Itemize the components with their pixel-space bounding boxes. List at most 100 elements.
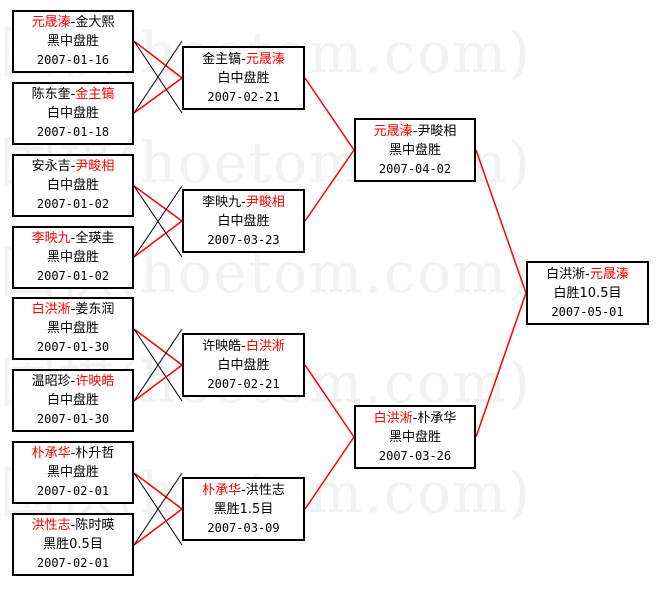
result-text: 白中盘胜 — [46, 106, 99, 121]
player-name: 李映九 — [202, 194, 242, 210]
connector-line — [133, 472, 183, 510]
match-date: 2007-03-23 — [207, 232, 280, 247]
players-line: 许映皓-白洪淅 — [202, 338, 285, 354]
winner-name: 元晟溱 — [31, 15, 71, 30]
match-box: 白洪淅-朴承华黑中盘胜 2007-03-26 — [354, 405, 476, 469]
match-box: 白洪淅-姜东润黑中盘胜 2007-01-30 — [12, 297, 134, 360]
player-name: 安永吉 — [31, 159, 71, 174]
players-line: 元晟溱-尹畯相 — [373, 123, 457, 139]
connector-line — [304, 149, 355, 222]
connector-line — [304, 364, 355, 438]
players-line: 温昭珍-许映皓 — [31, 374, 115, 389]
winner-name: 李映九 — [31, 231, 71, 246]
winner-name: 尹畯相 — [245, 194, 285, 210]
connector-line — [133, 40, 183, 79]
result-text: 黑中盘胜 — [46, 321, 99, 336]
result-text: 白中盘胜 — [217, 357, 270, 373]
winner-name: 朴承华 — [202, 482, 242, 498]
result-text: 黑中盘胜 — [388, 429, 441, 445]
match-date: 2007-01-02 — [36, 269, 110, 283]
match-box: 李映九-全瑛圭黑中盘胜 2007-01-02 — [12, 226, 134, 289]
player-name: 温昭珍 — [31, 374, 71, 389]
connector-line — [304, 77, 355, 151]
players-line: 陈东奎-金主镐 — [31, 87, 115, 102]
player-name: 洪性志 — [245, 482, 285, 498]
branch-line — [133, 185, 183, 258]
match-box: 朴承华-朴升哲黑中盘胜 2007-02-01 — [12, 441, 134, 504]
result-text: 黑胜0.5目 — [43, 537, 103, 552]
connector-line — [133, 508, 183, 546]
match-date: 2007-02-01 — [36, 556, 110, 570]
match-box: 元晟溱-金大熙黑中盘胜 2007-01-16 — [12, 10, 134, 73]
players-line: 洪性志-陈时暎 — [31, 518, 115, 533]
result-text: 白中盘胜 — [217, 213, 270, 229]
player-name: 陈东奎 — [31, 87, 71, 102]
match-date: 2007-04-02 — [378, 161, 452, 176]
connector-line — [133, 220, 183, 258]
match-date: 2007-02-21 — [207, 376, 280, 391]
match-date: 2007-03-09 — [207, 520, 280, 535]
branch-line — [133, 40, 183, 114]
winner-name: 金主镐 — [75, 87, 115, 102]
match-date: 2007-01-30 — [36, 412, 110, 426]
match-box: 洪性志-陈时暎黑胜0.5目 2007-02-01 — [12, 513, 134, 576]
match-date: 2007-01-18 — [36, 125, 110, 139]
match-date: 2007-05-01 — [551, 304, 624, 319]
connector-line — [133, 77, 183, 114]
match-date: 2007-01-02 — [36, 197, 110, 211]
result-text: 白中盘胜 — [46, 178, 99, 193]
connector-line — [133, 364, 183, 402]
player-name: 许映皓 — [202, 338, 242, 354]
player-name: 朴升哲 — [75, 446, 115, 461]
player-name: 全瑛圭 — [75, 231, 115, 246]
match-date: 2007-02-21 — [207, 89, 280, 104]
result-text: 黑胜1.5目 — [213, 501, 274, 517]
result-text: 黑中盘胜 — [46, 250, 99, 265]
result-text: 白中盘胜 — [217, 70, 270, 86]
connector-line — [475, 149, 527, 294]
branch-line — [133, 328, 183, 402]
match-box: 元晟溱-尹畯相黑中盘胜 2007-04-02 — [354, 118, 476, 182]
winner-name: 白洪淅 — [373, 410, 413, 426]
match-box: 安永吉-尹畯相白中盘胜 2007-01-02 — [12, 154, 134, 217]
result-text: 黑中盘胜 — [46, 34, 99, 49]
connector-line — [475, 292, 527, 438]
winner-name: 洪性志 — [31, 518, 71, 533]
winner-name: 元晟溱 — [589, 266, 629, 282]
match-box: 许映皓-白洪淅白中盘胜 2007-02-21 — [182, 333, 305, 397]
players-line: 白洪淅-姜东润 — [31, 302, 115, 317]
winner-name: 尹畯相 — [75, 159, 115, 174]
players-line: 元晟溱-金大熙 — [31, 15, 115, 30]
player-name: 尹畯相 — [417, 123, 457, 139]
connector-line — [133, 185, 183, 222]
winner-name: 朴承华 — [31, 446, 71, 461]
winner-name: 元晟溱 — [245, 51, 285, 67]
match-box: 陈东奎-金主镐白中盘胜 2007-01-18 — [12, 82, 134, 145]
match-date: 2007-03-26 — [378, 448, 452, 463]
player-name: 陈时暎 — [75, 518, 115, 533]
players-line: 白洪淅-元晟溱 — [546, 266, 629, 282]
result-text: 黑中盘胜 — [388, 142, 441, 158]
match-date: 2007-01-16 — [36, 53, 110, 67]
winner-name: 白洪淅 — [245, 338, 285, 354]
player-name: 姜东润 — [75, 302, 115, 317]
player-name: 金主镐 — [202, 51, 242, 67]
winner-name: 元晟溱 — [373, 123, 413, 139]
players-line: 李映九-尹畯相 — [202, 194, 285, 210]
match-date: 2007-02-01 — [36, 484, 110, 498]
players-line: 白洪淅-朴承华 — [373, 410, 457, 426]
match-box: 李映九-尹畯相白中盘胜 2007-03-23 — [182, 189, 305, 253]
match-date: 2007-01-30 — [36, 340, 110, 354]
match-box: 金主镐-元晟溱白中盘胜 2007-02-21 — [182, 46, 305, 110]
players-line: 李映九-全瑛圭 — [31, 231, 115, 246]
player-name: 金大熙 — [75, 15, 115, 30]
players-line: 朴承华-朴升哲 — [31, 446, 115, 461]
winner-name: 白洪淅 — [31, 302, 71, 317]
players-line: 金主镐-元晟溱 — [202, 51, 285, 67]
result-text: 黑中盘胜 — [46, 465, 99, 480]
players-line: 安永吉-尹畯相 — [31, 159, 115, 174]
player-name: 白洪淅 — [546, 266, 586, 282]
